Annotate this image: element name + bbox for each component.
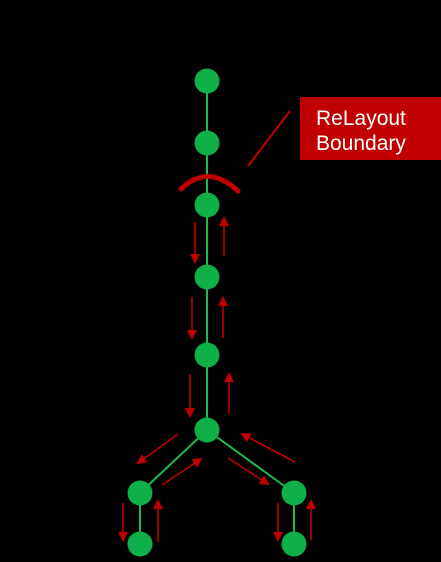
tree-node-n1 — [194, 130, 220, 156]
tree-node-right-leaf — [281, 531, 307, 557]
tree-node-n2 — [194, 192, 220, 218]
arrow-down-branch-left — [136, 433, 179, 465]
arrow-down-branch-right — [227, 457, 270, 486]
relayout-arrows — [118, 216, 316, 542]
relayout-boundary-callout: ReLayout Boundary — [300, 97, 441, 160]
relayout-boundary-arc — [178, 174, 241, 194]
arrow-up-left-branch — [161, 457, 203, 486]
tree-node-left-leaf — [127, 531, 153, 557]
tree-nodes — [127, 68, 307, 557]
callout-label-line-1: ReLayout — [316, 107, 406, 130]
callout-pointer-line — [247, 110, 291, 167]
tree-node-root — [194, 68, 220, 94]
tree-node-right-child — [281, 480, 307, 506]
tree-edge-branch-right-child — [206, 429, 295, 494]
tree-node-n3 — [194, 264, 220, 290]
tree-node-branch — [194, 417, 220, 443]
arrow-up-right-branch — [240, 433, 296, 463]
tree-node-left-child — [127, 480, 153, 506]
callout-label-line-2: Boundary — [316, 132, 406, 155]
callout-background — [300, 97, 441, 160]
tree-edge-branch-left-child — [139, 429, 208, 494]
tree-node-n4 — [194, 342, 220, 368]
